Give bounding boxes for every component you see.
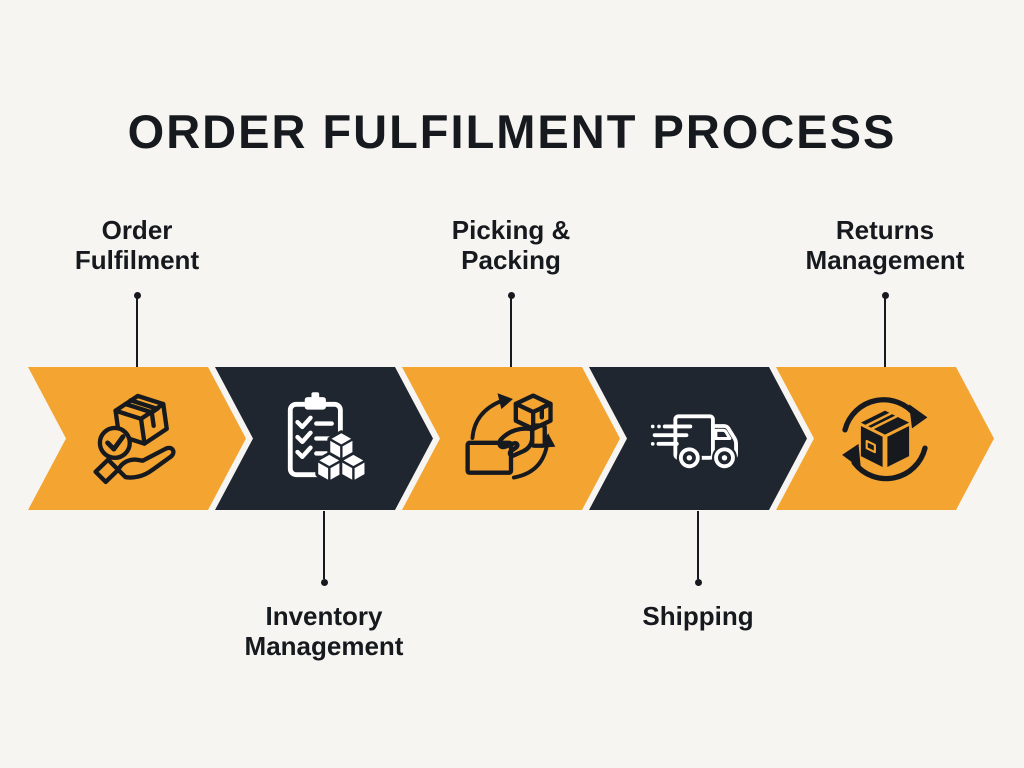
clipboard-checklist-cubes-icon — [287, 391, 368, 483]
connector-dot — [508, 292, 515, 299]
hand-picking-box-arrows-icon — [465, 392, 556, 479]
step-chevron-inventory-management — [215, 367, 433, 510]
step-chevron-picking-packing — [402, 367, 620, 510]
connector-line — [136, 298, 138, 367]
step-label-shipping: Shipping — [642, 601, 754, 631]
step-label-picking-packing: Picking & Packing — [451, 215, 571, 275]
connector-dot — [321, 579, 328, 586]
box-circular-arrows-icon — [842, 396, 928, 481]
connector-line — [884, 298, 886, 367]
connector-line — [697, 511, 699, 579]
step-chevron-order-fulfilment — [28, 367, 246, 510]
connector-line — [323, 511, 325, 579]
step-chevron-returns-management — [776, 367, 994, 510]
connector-line — [510, 298, 512, 367]
delivery-truck-icon — [650, 413, 738, 470]
step-chevron-shipping — [589, 367, 807, 510]
connector-dot — [695, 579, 702, 586]
page-title: ORDER FULFILMENT PROCESS — [127, 105, 897, 158]
step-label-order-fulfilment: Order Fulfilment — [74, 215, 200, 275]
step-label-returns-management: Returns Management — [805, 215, 965, 275]
hand-holding-box-check-icon — [93, 393, 176, 484]
connector-dot — [134, 292, 141, 299]
step-label-inventory-management: Inventory Management — [244, 601, 404, 661]
connector-dot — [882, 292, 889, 299]
